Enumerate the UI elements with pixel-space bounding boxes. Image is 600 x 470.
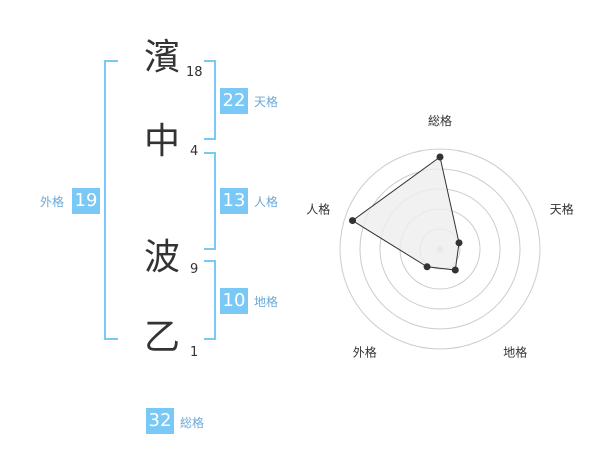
jinkaku-label: 人格 bbox=[254, 195, 279, 209]
radar-series-polygon bbox=[351, 156, 460, 271]
tenkaku-value: 22 bbox=[220, 88, 248, 114]
name-char-1: 濱 bbox=[143, 37, 180, 78]
radar-axis-label-3: 地格 bbox=[503, 345, 527, 360]
stroke-count-3: 9 bbox=[190, 262, 199, 277]
soukaku-value: 32 bbox=[146, 408, 174, 434]
tenkaku-bracket bbox=[204, 60, 216, 140]
radar-axis-label-4: 外格 bbox=[353, 345, 377, 360]
stroke-count-2: 4 bbox=[190, 144, 199, 159]
jinkaku-value: 13 bbox=[220, 188, 248, 214]
radar-point-1 bbox=[436, 153, 444, 161]
stroke-count-4: 1 bbox=[190, 345, 199, 360]
jinkaku-bracket bbox=[204, 152, 216, 250]
radar-axis-label-1: 総格 bbox=[428, 113, 452, 128]
gaikaku-label: 外格 bbox=[40, 195, 65, 209]
stroke-count-1: 18 bbox=[186, 65, 203, 80]
chikaku-bracket bbox=[204, 260, 216, 340]
radar-axis-label-2: 天格 bbox=[550, 201, 574, 216]
tenkaku-label: 天格 bbox=[254, 95, 279, 109]
radar-point-3 bbox=[451, 266, 459, 274]
soukaku-label: 総格 bbox=[180, 416, 205, 430]
name-char-2: 中 bbox=[143, 121, 180, 162]
gaikaku-bracket bbox=[104, 60, 118, 340]
radar-point-2 bbox=[455, 239, 463, 247]
radar-axis-label-5: 人格 bbox=[306, 201, 330, 216]
radar-ring bbox=[339, 148, 541, 350]
chikaku-label: 地格 bbox=[254, 295, 279, 309]
name-char-4: 乙 bbox=[143, 317, 180, 358]
chikaku-value: 10 bbox=[220, 288, 248, 314]
name-char-3: 波 bbox=[143, 237, 180, 278]
radar-point-5 bbox=[349, 217, 357, 225]
gaikaku-value: 19 bbox=[72, 188, 100, 214]
radar-point-4 bbox=[423, 263, 431, 271]
